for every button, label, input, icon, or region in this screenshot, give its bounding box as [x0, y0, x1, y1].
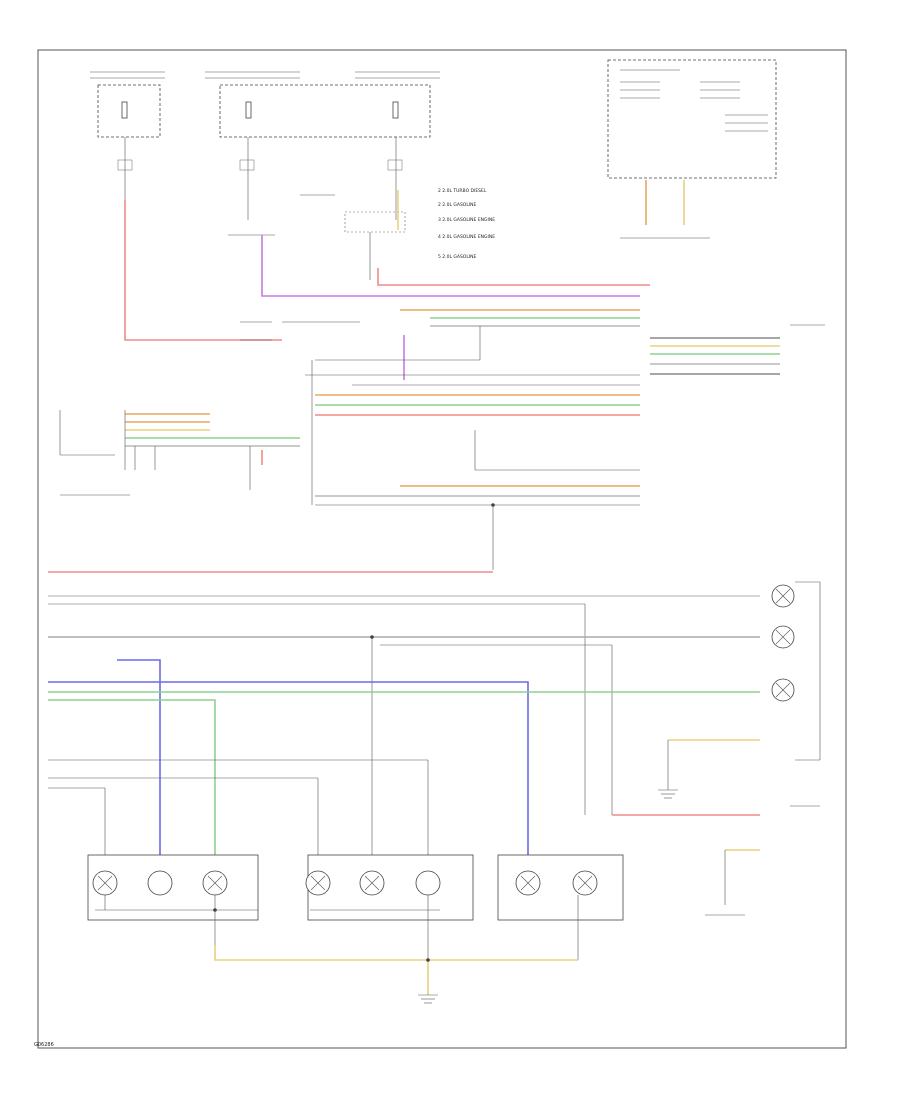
- note-2: 2 2.0L GASOLINE: [438, 202, 477, 208]
- fuse-symbol: [392, 101, 399, 119]
- note-5: 5 2.0L GASOLINE: [438, 254, 477, 260]
- diagram-frame: [37, 49, 847, 1049]
- left-tail-light-assembly: [87, 854, 259, 945]
- right-inner-light-assembly: [497, 854, 624, 960]
- harness-lines-lower: [315, 430, 640, 570]
- wire-label-box: [387, 159, 403, 171]
- engine-module-connector: [59, 410, 300, 496]
- figure-id: G06286: [34, 1042, 54, 1048]
- fuse-symbol: [121, 101, 128, 119]
- left-inner-light-assembly: [305, 854, 474, 960]
- splice-dot: [370, 635, 374, 639]
- junction-block: [344, 211, 406, 233]
- lamp-feed-lines: [48, 759, 429, 855]
- right-connector: [650, 324, 825, 375]
- note-4: 4 2.0L GASOLINE ENGINE: [438, 234, 495, 240]
- tail-light-feeds: [48, 595, 760, 855]
- right-turn-lamp: [771, 678, 795, 702]
- splice-dot: [491, 503, 495, 507]
- fuse-box-center: [205, 71, 440, 138]
- note-3: 3 2.0L GASOLINE ENGINE: [438, 217, 495, 223]
- ground-symbol: [658, 789, 678, 799]
- fuse-box-left: [90, 71, 165, 138]
- harness-lines-mid: [315, 384, 640, 416]
- ground-symbol: [418, 994, 438, 1004]
- wire-label-box: [239, 159, 255, 171]
- instrument-cluster-box: [607, 59, 777, 179]
- fuse-symbol: [245, 101, 252, 119]
- right-brake-lamp: [771, 625, 795, 649]
- splice-dot: [426, 958, 430, 962]
- note-1: 2 2.0L TURBO DIESEL: [438, 188, 487, 194]
- brake-switch-connector: [620, 180, 710, 239]
- right-tail-lamp: [771, 584, 795, 608]
- harness-lines-top: [315, 309, 640, 361]
- splice-dot: [213, 908, 217, 912]
- connection-notes: 2 2.0L TURBO DIESEL 2 2.0L GASOLINE 3 2.…: [438, 188, 495, 260]
- wire-label-box: [117, 159, 133, 171]
